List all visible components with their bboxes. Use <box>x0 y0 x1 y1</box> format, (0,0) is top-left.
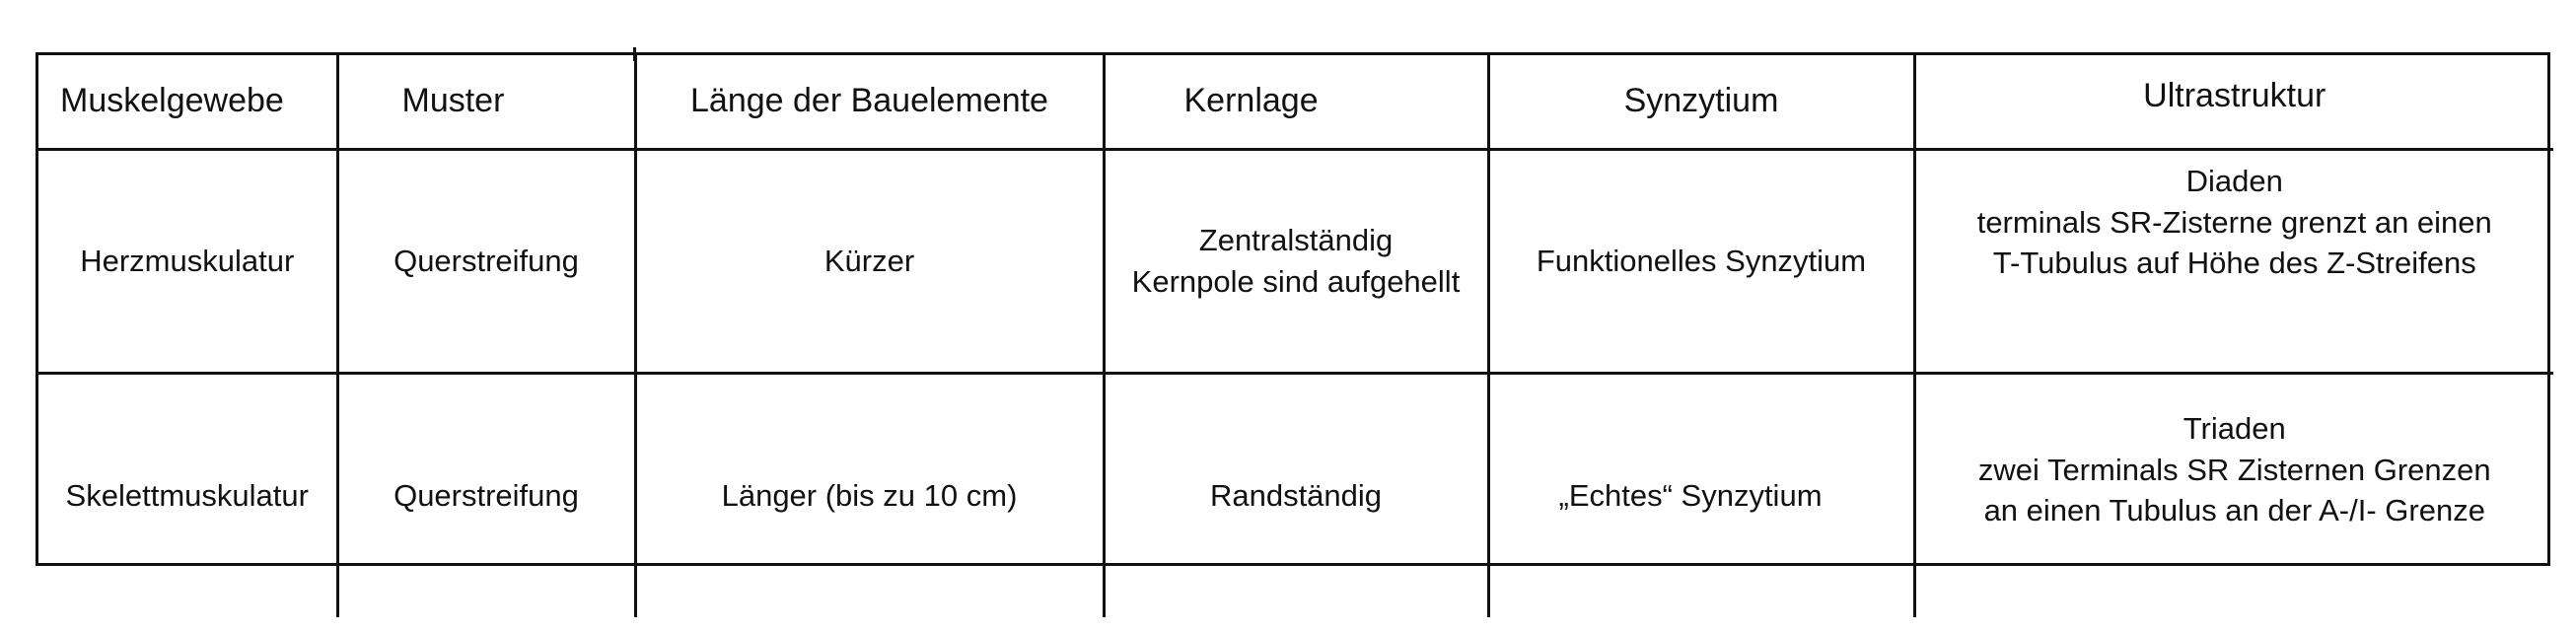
cell-kernlage: Zentralständig Kernpole sind aufgehellt <box>1102 148 1488 374</box>
table-row: Skelettmuskulatur Querstreifung Länger (… <box>38 372 2553 617</box>
cell-muster: Querstreifung <box>335 148 635 374</box>
header-muskelgewebe: Muskelgewebe <box>60 82 284 120</box>
ultrastruktur-line: zwei Terminals SR Zisternen Grenzen <box>1977 452 2491 487</box>
cell-synzytium: Funktionelles Synzytium <box>1486 148 1914 374</box>
header-synzytium: Synzytium <box>1486 55 1914 150</box>
cell-laenge: Kürzer <box>633 148 1104 374</box>
kernlage-line: Kernpole sind aufgehellt <box>1131 264 1461 299</box>
ultrastruktur-line: an einen Tubulus an der A-/I- Grenze <box>1983 493 2485 528</box>
cell-muskelgewebe: Skelettmuskulatur <box>38 372 337 617</box>
header-kernlage: Kernlage <box>1102 55 1488 150</box>
header-ultrastruktur: Ultrastruktur <box>1912 55 2553 150</box>
cell-synzytium: „Echtes“ Synzytium <box>1486 372 1914 617</box>
header-laenge: Länge der Bauelemente <box>633 55 1104 150</box>
cell-muster: Querstreifung <box>335 372 635 617</box>
ultrastruktur-line: Triaden <box>2182 411 2286 446</box>
kernlage-line: Zentralständig <box>1198 223 1394 258</box>
cell-kernlage: Randständig <box>1102 372 1488 617</box>
muscle-tissue-table: Muskelgewebe Muster Länge der Bauelement… <box>38 55 2553 617</box>
comparison-table-frame: Muskelgewebe Muster Länge der Bauelement… <box>36 52 2553 617</box>
cell-muskelgewebe: Herzmuskulatur <box>38 148 337 374</box>
cell-ultrastruktur: Diaden terminals SR-Zisterne grenzt an e… <box>1912 148 2553 374</box>
cell-laenge: Länger (bis zu 10 cm) <box>633 372 1104 617</box>
ultrastruktur-line: Diaden <box>2185 164 2283 198</box>
ultrastruktur-line: T-Tubulus auf Höhe des Z-Streifens <box>1992 246 2476 281</box>
header-row: Muskelgewebe Muster Länge der Bauelement… <box>38 55 2553 150</box>
ultrastruktur-line: terminals SR-Zisterne grenzt an einen <box>1976 204 2492 240</box>
table-row: Herzmuskulatur Querstreifung Kürzer Zent… <box>38 148 2553 374</box>
cell-ultrastruktur: Triaden zwei Terminals SR Zisternen Gren… <box>1912 372 2553 617</box>
header-muster: Muster <box>335 55 635 150</box>
kernlage-line: Randständig <box>1209 478 1383 514</box>
